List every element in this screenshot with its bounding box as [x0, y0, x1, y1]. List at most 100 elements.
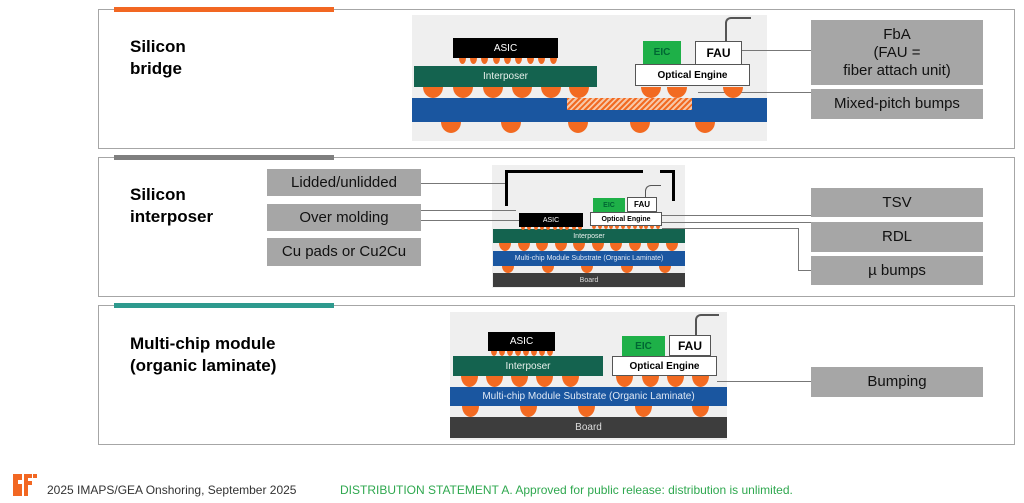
solder-bump [515, 58, 523, 64]
solder-bump [523, 351, 529, 356]
silicon-bridge [567, 98, 692, 110]
asic-chip: ASIC [453, 38, 558, 58]
solder-bump [539, 351, 545, 356]
lid [660, 170, 675, 173]
solder-bump [491, 351, 497, 356]
solder-bump [615, 226, 620, 229]
solder-bump [647, 243, 660, 251]
solder-bump [517, 243, 530, 251]
label-mixed-pitch-bumps: Mixed-pitch bumps [811, 89, 983, 119]
solder-bump [603, 226, 608, 229]
label-text: (FAU = [873, 43, 921, 61]
panel-title: Multi-chip module(organic laminate) [130, 333, 276, 377]
fau-block: FAU [627, 197, 657, 212]
substrate: Multi-chip Module Substrate (Organic Lam… [450, 387, 727, 406]
lid [672, 170, 675, 201]
accent-bar [114, 7, 334, 12]
solder-bump [521, 227, 525, 230]
solder-bump [634, 406, 652, 417]
solder-bump [549, 58, 557, 64]
title-line: interposer [130, 207, 214, 226]
solder-bump [507, 351, 513, 356]
solder-bump [441, 122, 461, 133]
panel-title: Silicon interposer [130, 184, 213, 228]
solder-bump [533, 227, 538, 230]
solder-bump [461, 406, 479, 417]
solder-bump [546, 227, 551, 230]
solder-bump [571, 227, 576, 230]
solder-bump [554, 243, 567, 251]
solder-bump [547, 351, 553, 356]
interposer: Interposer [414, 66, 597, 87]
solder-bump [519, 406, 537, 417]
interposer: Interposer [453, 356, 603, 376]
eic-chip: EIC [643, 41, 681, 64]
solder-bump [632, 226, 637, 229]
solder-bump [621, 266, 633, 273]
leader-line [662, 222, 811, 223]
solder-bump [535, 376, 553, 387]
solder-bump [626, 226, 631, 229]
solder-bump [581, 266, 593, 273]
solder-bump [621, 226, 626, 229]
solder-bump [597, 226, 602, 229]
solder-bump [667, 87, 687, 98]
solder-bump [540, 227, 544, 230]
solder-bump [527, 227, 532, 230]
solder-bump [568, 122, 588, 133]
eic-chip: EIC [622, 336, 665, 356]
solder-bump [559, 227, 563, 230]
asic-chip: ASIC [488, 332, 555, 351]
leader-line [421, 183, 505, 184]
solder-bump [578, 227, 582, 230]
leader-line [662, 215, 811, 216]
solder-bump [573, 243, 586, 251]
leader-line [798, 228, 799, 271]
solder-bump [591, 243, 604, 251]
label-text: fiber attach unit) [843, 61, 951, 79]
label-cu-pads: Cu pads or Cu2Cu [267, 238, 421, 266]
solder-bump [504, 58, 511, 64]
accent-bar [114, 155, 334, 160]
solder-bump [499, 243, 511, 251]
solder-bump [541, 87, 561, 98]
solder-bump [565, 227, 570, 230]
substrate: Multi-chip Module Substrate (Organic Lam… [493, 251, 685, 266]
solder-bump [501, 122, 521, 133]
solder-bump [644, 226, 649, 229]
solder-bump [423, 87, 443, 98]
interposer: Interposer [493, 229, 685, 243]
leader-line [798, 270, 811, 271]
solder-bump [536, 243, 549, 251]
solder-bump [695, 122, 715, 133]
solder-bump [666, 243, 678, 251]
label-lidded: Lidded/unlidded [267, 169, 421, 196]
solder-bump [458, 58, 466, 64]
solder-bump [641, 87, 661, 98]
solder-bump [492, 58, 500, 64]
solder-bump [499, 351, 505, 356]
title-line: Silicon [130, 185, 186, 204]
solder-bump [569, 87, 589, 98]
solder-bump [630, 122, 650, 133]
fau-block: FAU [669, 335, 711, 356]
solder-bump [469, 58, 477, 64]
solder-bump [460, 376, 478, 387]
board: Board [450, 417, 727, 438]
solder-bump [609, 226, 614, 229]
solder-bump [526, 58, 534, 64]
solder-bump [691, 406, 709, 417]
leader-line [698, 92, 811, 93]
solder-bump [641, 376, 659, 387]
lid [505, 170, 508, 206]
solder-bump [531, 351, 537, 356]
leader-line [742, 50, 811, 51]
leader-line [717, 381, 811, 382]
fiber-icon [695, 314, 719, 335]
solder-bump [577, 406, 595, 417]
solder-bump [483, 87, 503, 98]
solder-bump [659, 266, 671, 273]
solder-bump [515, 351, 521, 356]
label-rdl: RDL [811, 222, 983, 252]
accent-bar [114, 303, 334, 308]
